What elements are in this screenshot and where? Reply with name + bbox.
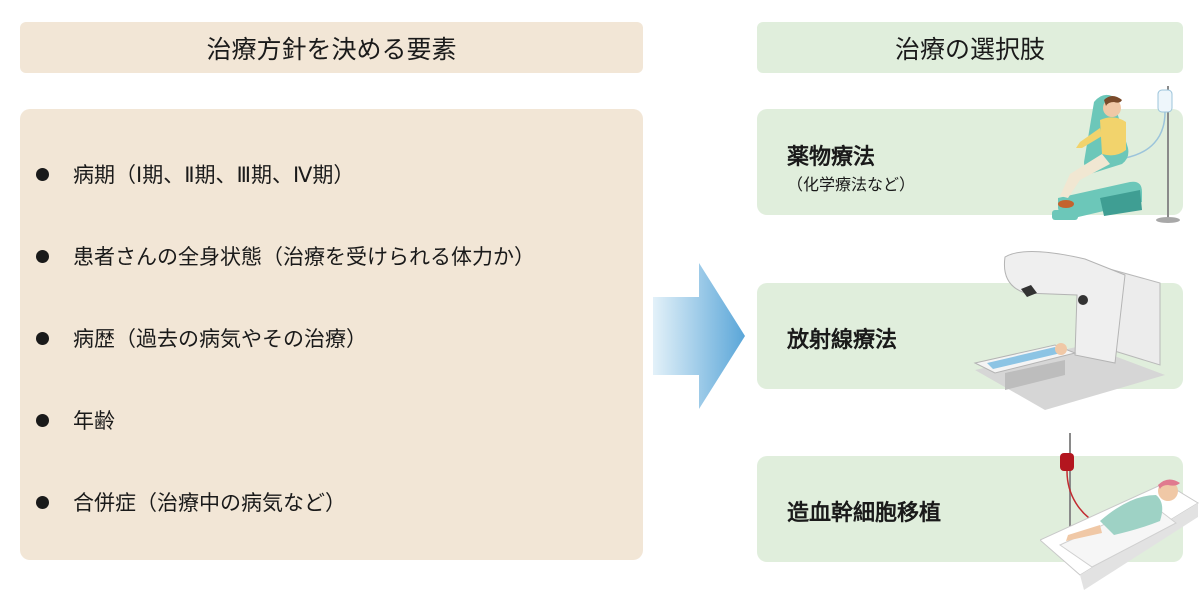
factor-label: 病期（Ⅰ期、Ⅱ期、Ⅲ期、Ⅳ期）	[73, 163, 355, 187]
option-name: 薬物療法	[787, 145, 876, 170]
factor-label: 病歴（過去の病気やその治療）	[73, 327, 367, 351]
option-name: 放射線療法	[787, 328, 898, 353]
factor-item: 患者さんの全身状態（治療を受けられる体力か）	[36, 241, 535, 271]
factors-header-label: 治療方針を決める要素	[206, 34, 457, 64]
option-note: （化学療法など）	[787, 175, 916, 194]
bullet-icon	[36, 413, 49, 427]
radiation-therapy-illustration	[973, 251, 1165, 410]
factor-item: 合併症（治療中の病気など）	[36, 487, 346, 517]
factor-label: 患者さんの全身状態（治療を受けられる体力か）	[73, 245, 535, 269]
drug-therapy-illustration	[1052, 86, 1180, 223]
factors-header: 治療方針を決める要素	[20, 22, 643, 73]
factor-item: 病歴（過去の病気やその治療）	[36, 323, 367, 353]
stem-cell-transplant-illustration	[1040, 433, 1199, 590]
option-name: 造血幹細胞移植	[787, 501, 942, 526]
factor-label: 合併症（治療中の病気など）	[73, 491, 346, 515]
options-header: 治療の選択肢	[757, 22, 1183, 73]
factor-item: 年齢	[36, 405, 115, 435]
options-header-label: 治療の選択肢	[894, 34, 1045, 64]
bullet-icon	[36, 331, 49, 345]
bullet-icon	[36, 495, 49, 509]
bullet-icon	[36, 249, 49, 263]
factor-item: 病期（Ⅰ期、Ⅱ期、Ⅲ期、Ⅳ期）	[36, 159, 354, 189]
right-arrow-icon	[653, 263, 745, 409]
bullet-icon	[36, 167, 49, 181]
factors-panel: 病期（Ⅰ期、Ⅱ期、Ⅲ期、Ⅳ期） 患者さんの全身状態（治療を受けられる体力か） 病…	[20, 109, 643, 560]
factor-label: 年齢	[73, 409, 115, 433]
